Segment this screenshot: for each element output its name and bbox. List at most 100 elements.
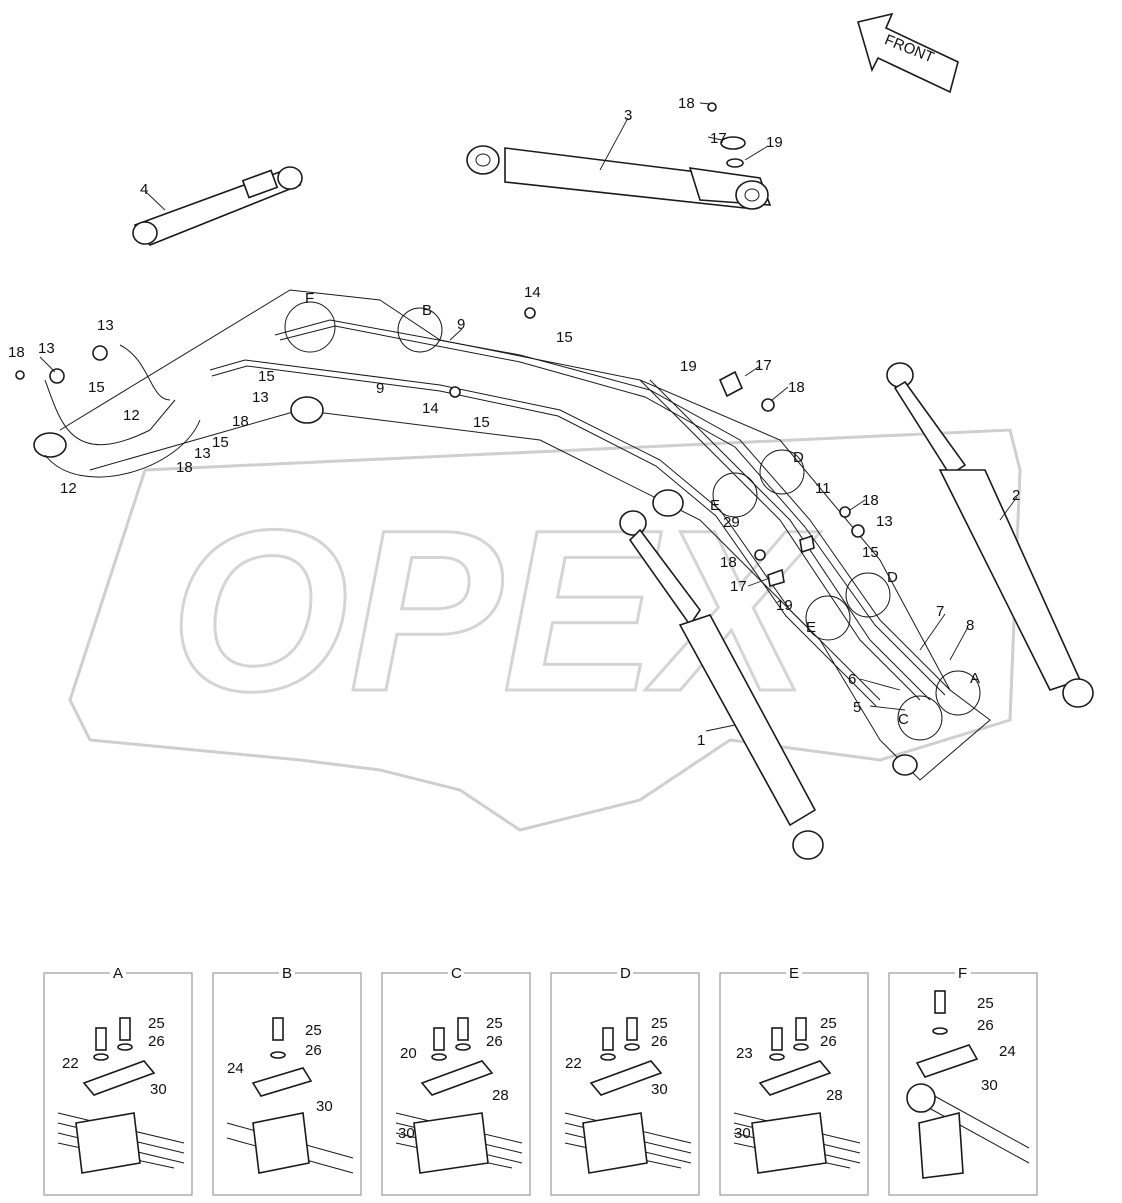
detail-c: C 25 26 20 28 30 <box>381 965 531 1196</box>
callout-14b: 14 <box>422 400 439 417</box>
cylinder-2 <box>886 362 1094 708</box>
detail-b-label-30: 30 <box>316 1098 333 1115</box>
detail-marker-a <box>935 670 981 716</box>
callout-29: 29 <box>723 514 740 531</box>
cylinder-1 <box>619 510 824 860</box>
detail-f-label-25: 25 <box>977 995 994 1012</box>
callout-17b: 17 <box>755 357 772 374</box>
callout-15f: 15 <box>862 544 879 561</box>
detail-marker-e2 <box>805 595 851 641</box>
detail-c-label-26: 26 <box>486 1033 503 1050</box>
callout-9b: 9 <box>376 380 384 397</box>
tag-a: A <box>970 670 980 687</box>
callout-7: 7 <box>936 603 944 620</box>
detail-e-label-26: 26 <box>820 1033 837 1050</box>
detail-d-label-25: 25 <box>651 1015 668 1032</box>
callout-4: 4 <box>140 181 148 198</box>
callout-18e: 18 <box>788 379 805 396</box>
callout-19c: 19 <box>776 597 793 614</box>
callout-6: 6 <box>848 671 856 688</box>
detail-a-label-22: 22 <box>62 1055 79 1072</box>
detail-f-title: F <box>958 965 967 982</box>
detail-b-label-24: 24 <box>227 1060 244 1077</box>
callout-3: 3 <box>624 107 632 124</box>
tag-d1: D <box>793 449 804 466</box>
callout-18g: 18 <box>720 554 737 571</box>
callout-19b: 19 <box>680 358 697 375</box>
callout-13b: 13 <box>38 340 55 357</box>
callout-13d: 13 <box>252 389 269 406</box>
callout-11: 11 <box>815 480 831 497</box>
callout-5: 5 <box>853 699 861 716</box>
callout-18c: 18 <box>232 413 249 430</box>
callout-15c: 15 <box>258 368 275 385</box>
detail-marker-e <box>712 472 758 518</box>
detail-f-label-30: 30 <box>981 1077 998 1094</box>
watermark-logo: OPEX <box>68 428 1022 832</box>
callout-15a: 15 <box>88 379 105 396</box>
callout-labels: 1 2 3 4 5 6 7 8 9 9 11 12 12 13 13 13 13… <box>8 95 1020 749</box>
tag-e2: E <box>806 619 816 636</box>
boom-arm <box>33 289 991 781</box>
spacer-part <box>652 489 684 517</box>
detail-c-label-25: 25 <box>486 1015 503 1032</box>
detail-marker-d <box>759 449 805 495</box>
callout-13c: 13 <box>194 445 211 462</box>
hydraulic-lines <box>44 319 951 707</box>
detail-d-label-22: 22 <box>565 1055 582 1072</box>
detail-e-label-28: 28 <box>826 1087 843 1104</box>
detail-b-title: B <box>282 965 292 982</box>
callout-2: 2 <box>1012 487 1020 504</box>
tag-d2: D <box>887 569 898 586</box>
detail-marker-d2 <box>845 572 891 618</box>
detail-d-label-30: 30 <box>651 1081 668 1098</box>
detail-a-title: A <box>113 965 123 982</box>
callout-18f: 18 <box>862 492 879 509</box>
detail-marker-b <box>397 307 443 353</box>
front-arrow-icon: FRONT <box>856 12 959 94</box>
tag-f: F <box>305 290 314 307</box>
detail-c-label-20: 20 <box>400 1045 417 1062</box>
callout-17a: 17 <box>710 130 727 147</box>
callout-15b: 15 <box>556 329 573 346</box>
detail-b-label-26: 26 <box>305 1042 322 1059</box>
callout-15e: 15 <box>473 414 490 431</box>
detail-markers <box>284 301 981 741</box>
callout-8: 8 <box>966 617 974 634</box>
detail-f-label-26: 26 <box>977 1017 994 1034</box>
callout-18b: 18 <box>8 344 25 361</box>
tag-e1: E <box>710 497 720 514</box>
detail-e-label-25: 25 <box>820 1015 837 1032</box>
hardware <box>15 307 865 588</box>
watermark-text: OPEX <box>170 482 821 739</box>
detail-c-title: C <box>451 965 462 982</box>
detail-e: E 25 26 23 28 30 <box>719 965 869 1196</box>
detail-marker-c <box>897 695 943 741</box>
callout-13a: 13 <box>97 317 114 334</box>
cylinder-3 <box>466 102 772 210</box>
detail-f: F 25 26 24 30 <box>888 965 1038 1196</box>
detail-d-label-26: 26 <box>651 1033 668 1050</box>
detail-c-label-30: 30 <box>398 1125 415 1142</box>
detail-c-label-28: 28 <box>492 1087 509 1104</box>
callout-18d: 18 <box>176 459 193 476</box>
leader-lines <box>39 102 1018 732</box>
callout-18a: 18 <box>678 95 695 112</box>
detail-e-label-30: 30 <box>734 1125 751 1142</box>
detail-b-label-25: 25 <box>305 1022 322 1039</box>
detail-a-label-25: 25 <box>148 1015 165 1032</box>
detail-a-label-30: 30 <box>150 1081 167 1098</box>
detail-e-title: E <box>789 965 799 982</box>
tag-b: B <box>422 302 432 319</box>
detail-a: A 25 26 22 30 <box>43 965 193 1196</box>
callout-1: 1 <box>697 732 705 749</box>
callout-13e: 13 <box>876 513 893 530</box>
callout-15d: 15 <box>212 434 229 451</box>
detail-marker-f <box>284 301 336 353</box>
callout-19a: 19 <box>766 134 783 151</box>
callout-12b: 12 <box>60 480 77 497</box>
detail-d: D 25 26 22 30 <box>550 965 700 1196</box>
detail-f-label-24: 24 <box>999 1043 1016 1060</box>
detail-b: B 25 26 24 30 <box>212 965 362 1196</box>
